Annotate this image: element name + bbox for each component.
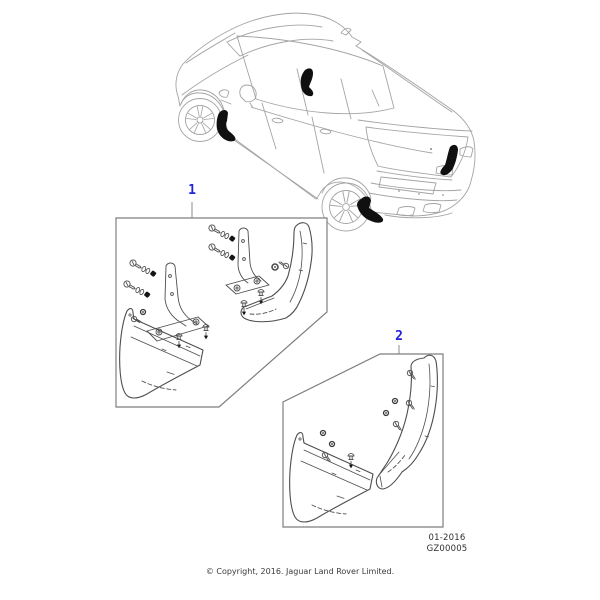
spoiler-line xyxy=(357,49,473,132)
rear-badge xyxy=(430,148,432,150)
fender-vent xyxy=(218,89,232,105)
car-body-outline xyxy=(175,12,476,217)
callout-1-label[interactable]: 1 xyxy=(188,183,196,198)
side-mirror xyxy=(239,84,257,109)
roof-panel-lines xyxy=(226,24,334,57)
copyright-text: © Copyright, 2016. Jaguar Land Rover Lim… xyxy=(205,567,395,576)
vehicle-illustration xyxy=(175,12,476,232)
hood-lines xyxy=(181,32,249,96)
side-character-line xyxy=(250,106,433,154)
washer-icon xyxy=(382,409,390,417)
roof-antenna xyxy=(340,27,352,36)
washer-icon xyxy=(139,308,147,316)
kit-2-box xyxy=(282,353,444,528)
door-handles xyxy=(271,117,332,135)
washer-icon xyxy=(391,397,399,405)
installed-mudflap-tailgate-icon xyxy=(440,144,458,176)
mounting-bracket-icon xyxy=(146,262,209,342)
door-seams xyxy=(233,102,325,200)
installed-mudflap-front-icon xyxy=(216,110,236,142)
kit-1-box xyxy=(115,217,328,408)
tailgate-lines xyxy=(376,146,474,195)
wheel-arch-lines xyxy=(180,89,372,199)
installed-mudflap-bpillar-icon xyxy=(300,68,314,97)
rear-mudflap-icon xyxy=(375,354,438,490)
mounting-bracket-icon xyxy=(225,227,270,295)
kit-1-contents xyxy=(119,222,313,399)
washer-icon xyxy=(271,263,279,271)
part-reference: 01-2016 GZ00005 xyxy=(407,533,487,555)
date-code: 01-2016 xyxy=(428,533,466,543)
kit-2-contents xyxy=(289,354,438,523)
exhaust-tips xyxy=(396,203,442,217)
rear-window xyxy=(365,126,469,178)
kit-2-border xyxy=(282,353,444,528)
kit-1-border xyxy=(115,217,328,408)
washer-icon xyxy=(328,440,336,448)
side-windows xyxy=(236,35,395,120)
callout-2-label[interactable]: 2 xyxy=(395,329,403,344)
installed-mudflap-rear-icon xyxy=(357,196,384,223)
washer-icon xyxy=(319,429,327,437)
rear-mudflap-icon xyxy=(240,222,313,323)
bumper-lines xyxy=(368,182,462,219)
front-wheel-icon xyxy=(178,98,222,142)
drawing-number: GZ00005 xyxy=(426,544,468,554)
